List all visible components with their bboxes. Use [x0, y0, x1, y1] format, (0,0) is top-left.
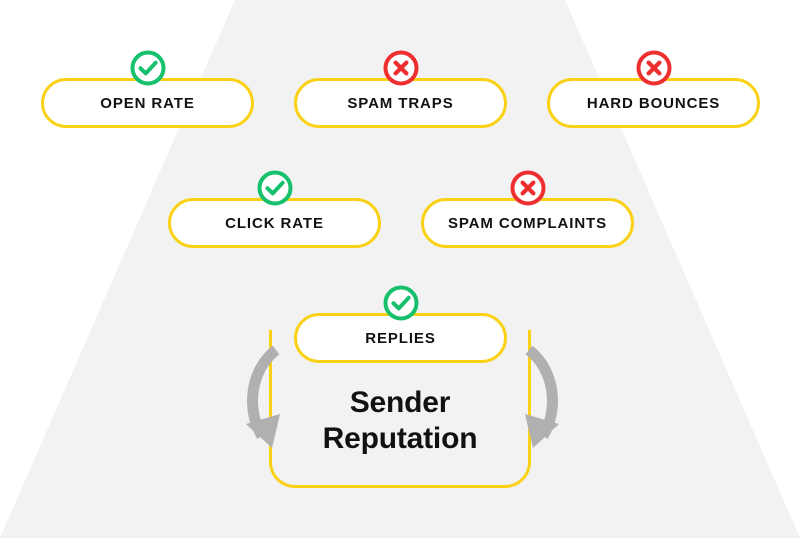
page-title-line-2: Reputation	[322, 422, 478, 455]
check-circle-icon	[256, 169, 294, 207]
node-open-rate[interactable]: OPEN RATE	[41, 78, 254, 128]
cross-circle-icon	[382, 49, 420, 87]
page-title-line-1: Sender	[349, 386, 451, 419]
node-label-replies: REPLIES	[365, 329, 436, 347]
node-label-spam-complaints: SPAM COMPLAINTS	[447, 214, 608, 232]
node-spam-traps[interactable]: SPAM TRAPS	[294, 78, 507, 128]
node-label-hard-bounces: HARD BOUNCES	[586, 94, 721, 112]
check-circle-icon	[382, 284, 420, 322]
node-label-click-rate: CLICK RATE	[225, 214, 324, 232]
node-hard-bounces[interactable]: HARD BOUNCES	[547, 78, 760, 128]
node-label-open-rate: OPEN RATE	[100, 94, 195, 112]
node-label-spam-traps: SPAM TRAPS	[347, 94, 454, 112]
cross-circle-icon	[509, 169, 547, 207]
page-title: Sender Reputation	[230, 385, 570, 457]
cross-circle-icon	[635, 49, 673, 87]
check-circle-icon	[129, 49, 167, 87]
